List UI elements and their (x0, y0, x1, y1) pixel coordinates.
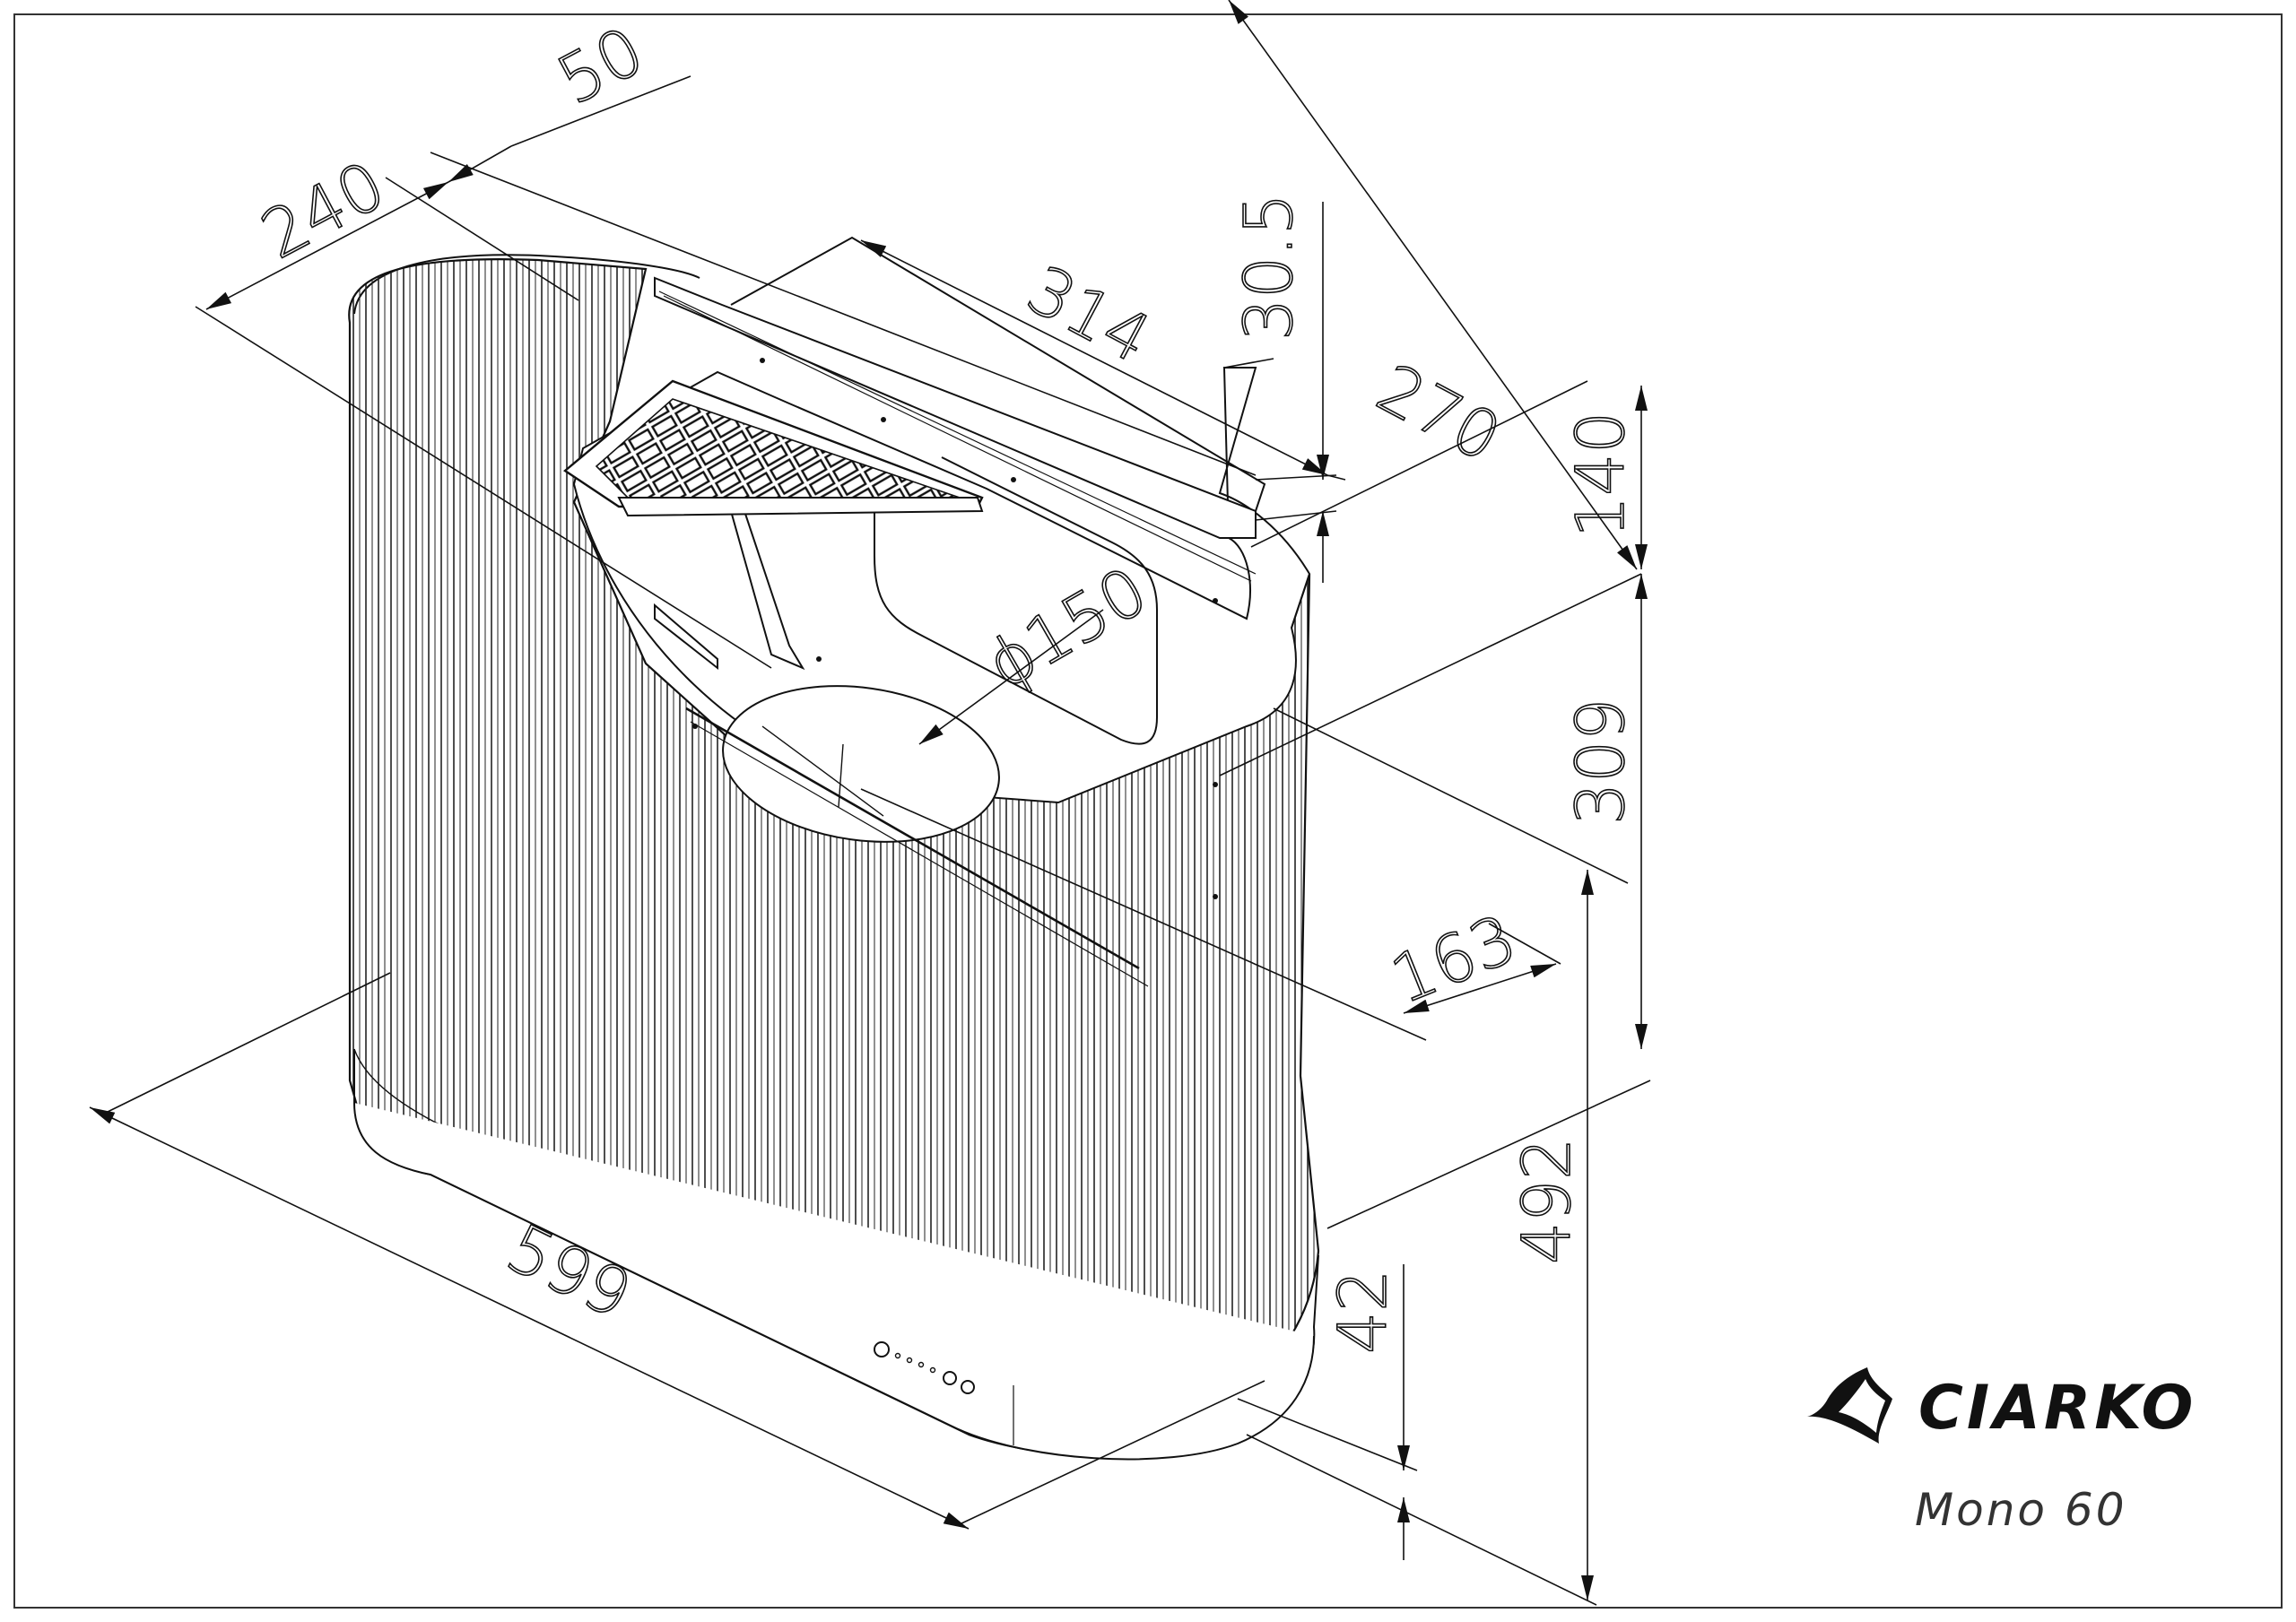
dim-492: 492 (1509, 1138, 1586, 1264)
dim-240: 240 (249, 147, 397, 274)
dim-309: 309 (1562, 698, 1639, 825)
triangular-swirl-logo-icon (1803, 1363, 1906, 1453)
dim-270: 270 (1365, 350, 1513, 477)
dim-163: 163 (1381, 900, 1527, 1019)
dim-42: 42 (1325, 1270, 1402, 1354)
dim-314: 314 (1015, 251, 1163, 378)
model-name: Mono 60 (1915, 1484, 2127, 1536)
dim-50: 50 (545, 13, 657, 120)
dim-30-5: 30.5 (1231, 193, 1308, 341)
brand-name: CIARKO (1918, 1372, 2197, 1444)
grease-filter (562, 379, 984, 517)
brand-logo: CIARKO (1803, 1363, 2196, 1453)
dimension-lines (89, 0, 1651, 1606)
dim-140: 140 (1562, 412, 1639, 538)
